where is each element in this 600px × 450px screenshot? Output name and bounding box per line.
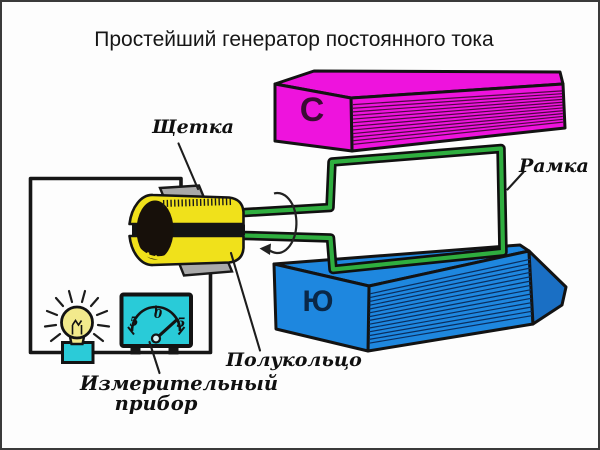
magnet-south-end-face (527, 249, 568, 326)
ammeter-scale-ticks (127, 305, 186, 336)
light-bulb-icon (43, 289, 111, 364)
magnet-south-letter: Ю (302, 285, 334, 318)
label-frame: Рамка (519, 155, 589, 177)
commutator-knurling (162, 198, 234, 207)
circuit-wire (28, 176, 213, 355)
bulb-base (61, 341, 95, 364)
commutator-inner-lip (137, 247, 167, 260)
label-measuring-instrument-line1: Измерительный (80, 372, 279, 395)
label-measuring-instrument-line2: прибор (114, 392, 198, 416)
pointer-line-half-ring (229, 251, 262, 352)
magnet-south (272, 243, 568, 353)
slide-title: Простейший генератор постоянного тока (94, 28, 494, 51)
rotation-arrow-icon (259, 191, 298, 255)
pointer-line-meter (148, 340, 161, 375)
pointer-line-brush (177, 142, 200, 191)
meter-scale-left: 5 (129, 315, 139, 330)
magnet-north-hatching (352, 90, 563, 145)
coil-frame-wire (240, 143, 508, 275)
pointer-line-frame (506, 170, 525, 191)
magnet-north (273, 69, 567, 153)
commutator (128, 184, 245, 277)
ammeter-pivot (150, 333, 162, 344)
magnet-south-hatching (368, 258, 532, 344)
label-half-ring: Полукольцо (226, 349, 362, 371)
meter-scale-zero: 0 (153, 307, 163, 321)
magnet-north-letter: С (299, 91, 325, 129)
ammeter (119, 292, 193, 355)
magnet-south-front-face (272, 262, 371, 353)
magnet-north-front-face (273, 82, 354, 153)
meter-scale-right: 5 (176, 316, 186, 331)
ammeter-body (119, 292, 193, 348)
bulb-rays (43, 289, 111, 343)
pointer-lines (148, 142, 525, 375)
label-measuring-instrument: Измерительный прибор (80, 372, 279, 416)
commutator-opening (136, 200, 174, 260)
commutator-gap (132, 224, 245, 235)
label-brush: Щетка (152, 116, 234, 138)
bulb-filament (71, 319, 83, 335)
